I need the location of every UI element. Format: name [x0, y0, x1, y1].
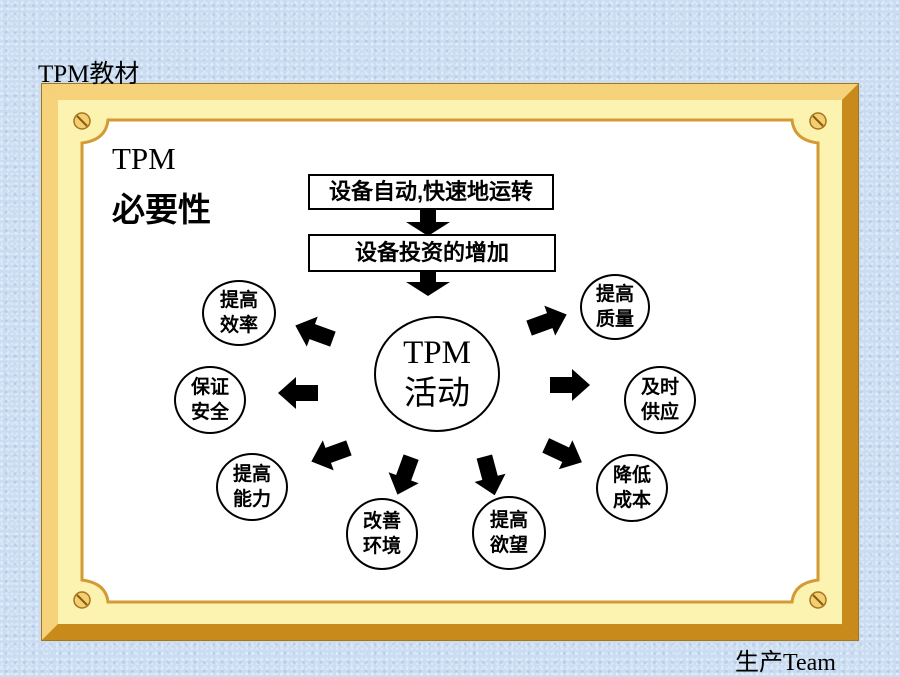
- arrow-to-cost-icon: [542, 438, 582, 470]
- node-ensure-safety: 保证 安全: [174, 366, 246, 434]
- screw-icon: [809, 112, 827, 130]
- arrow-to-environment-icon: [388, 454, 419, 495]
- node-improve-environment: 改善 环境: [346, 498, 418, 570]
- node-line-1: 提高: [595, 284, 634, 305]
- node-line-2: 环境: [362, 536, 401, 557]
- node-line-1: 提高: [232, 464, 271, 485]
- arrow-to-motivation-icon: [474, 454, 506, 496]
- node-line-2: 欲望: [489, 535, 528, 556]
- node-timely-supply: 及时 供应: [624, 366, 696, 434]
- top-box-investment-increase: 设备投资的增加: [308, 234, 556, 272]
- node-line-1: 保证: [190, 377, 229, 398]
- screw-icon: [73, 591, 91, 609]
- top-box-auto-operation: 设备自动,快速地运转: [308, 174, 554, 210]
- node-line-2: 供应: [640, 402, 679, 423]
- arrow-to-efficiency-icon: [295, 316, 336, 347]
- node-improve-efficiency: 提高 效率: [202, 280, 276, 346]
- node-line-1: 提高: [489, 510, 528, 531]
- node-line-2: 成本: [612, 490, 651, 511]
- node-line-2: 安全: [190, 402, 229, 423]
- screw-icon: [809, 591, 827, 609]
- node-reduce-cost: 降低 成本: [596, 454, 668, 522]
- title-line-1: TPM: [112, 141, 176, 176]
- node-line-1: 及时: [640, 377, 679, 398]
- node-line-2: 质量: [595, 309, 634, 330]
- node-line-2: 能力: [232, 489, 271, 510]
- node-line-1: 提高: [219, 290, 258, 311]
- title-line-2: 必要性: [112, 191, 211, 228]
- center-node-tpm-activity: TPM 活动: [374, 316, 500, 432]
- screw-icon: [73, 112, 91, 130]
- node-improve-quality: 提高 质量: [580, 274, 650, 340]
- center-line-2: 活动: [404, 376, 470, 412]
- center-line-1: TPM: [403, 335, 471, 371]
- node-improve-motivation: 提高 欲望: [472, 496, 546, 570]
- node-line-2: 效率: [219, 315, 258, 336]
- node-improve-ability: 提高 能力: [216, 453, 288, 521]
- down-arrow-icon: [406, 210, 450, 236]
- footer-label: 生产Team: [735, 650, 836, 676]
- node-line-1: 降低: [612, 465, 651, 486]
- node-line-1: 改善: [362, 511, 401, 532]
- arrow-to-safety-icon: [278, 377, 318, 409]
- arrow-to-ability-icon: [311, 440, 352, 471]
- arrow-to-supply-icon: [550, 369, 590, 401]
- down-arrow-icon: [406, 272, 450, 296]
- arrow-to-quality-icon: [526, 305, 567, 336]
- header-label: TPM教材: [38, 61, 140, 88]
